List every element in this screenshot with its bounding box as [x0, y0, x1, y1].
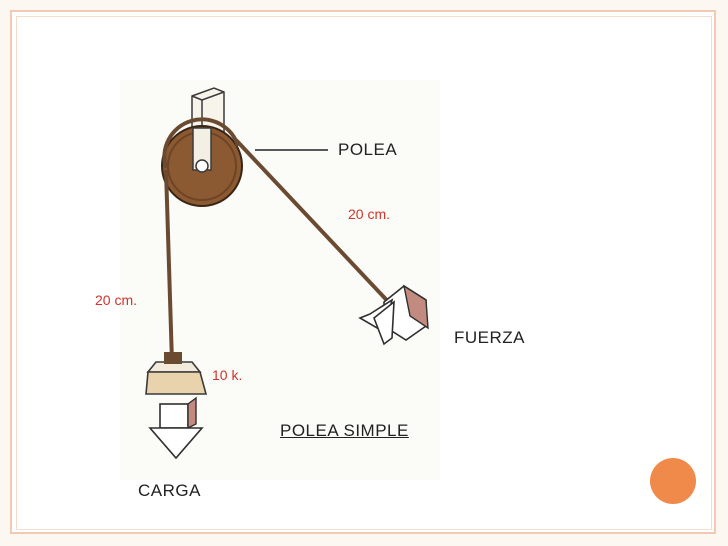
polea-label: POLEA	[338, 140, 398, 159]
accent-circle	[650, 458, 696, 504]
rope-over-pulley	[162, 117, 240, 169]
left-length-annotation: 20 cm.	[95, 292, 138, 308]
support-block-edge	[191, 95, 203, 101]
load-weight	[145, 352, 208, 395]
polea-simple-label: POLEA SIMPLE	[280, 421, 409, 440]
rope-right	[234, 138, 398, 312]
force-arrow	[358, 284, 429, 346]
weight-annotation: 10 k.	[212, 367, 243, 383]
right-length-annotation: 20 cm.	[348, 206, 391, 222]
load-arrow	[148, 396, 204, 460]
carga-label: CARGA	[138, 481, 201, 500]
rope-left	[164, 169, 174, 363]
fuerza-label: FUERZA	[454, 328, 525, 347]
support-block-edge-2	[201, 91, 225, 101]
axle	[195, 159, 209, 173]
